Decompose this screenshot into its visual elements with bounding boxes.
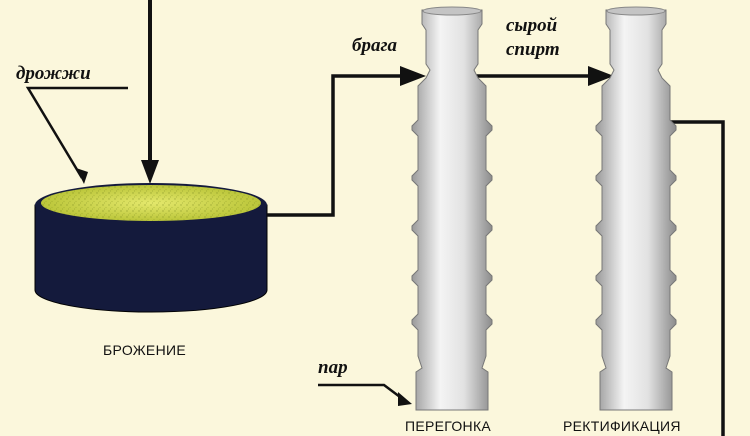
- outlet-pipe: [664, 120, 725, 436]
- label-distillation: ПЕРЕГОНКА: [405, 418, 492, 434]
- rectification-column-cap: [606, 6, 666, 16]
- label-fermentation: БРОЖЕНИЕ: [103, 342, 186, 358]
- label-mash: брага: [352, 35, 397, 56]
- mash-pipe: [267, 66, 426, 217]
- distillation-column-body: [411, 9, 493, 411]
- rectification-column: [595, 6, 677, 411]
- label-steam: пар: [318, 357, 348, 378]
- input-arrow: [141, 0, 159, 184]
- distillation-column-cap: [422, 6, 482, 16]
- rectification-column-body: [595, 9, 677, 411]
- steam-pointer: [318, 383, 412, 406]
- distillation-column: [411, 6, 493, 411]
- label-raw-spirit-2: спирт: [506, 39, 560, 60]
- label-yeast: дрожжи: [16, 63, 91, 84]
- label-rectification: РЕКТИФИКАЦИЯ: [563, 418, 681, 434]
- label-raw-spirit-1: сырой: [506, 15, 558, 36]
- fermentation-tank: [34, 183, 268, 313]
- raw-spirit-pipe: [476, 66, 614, 86]
- yeast-pointer: [25, 86, 128, 184]
